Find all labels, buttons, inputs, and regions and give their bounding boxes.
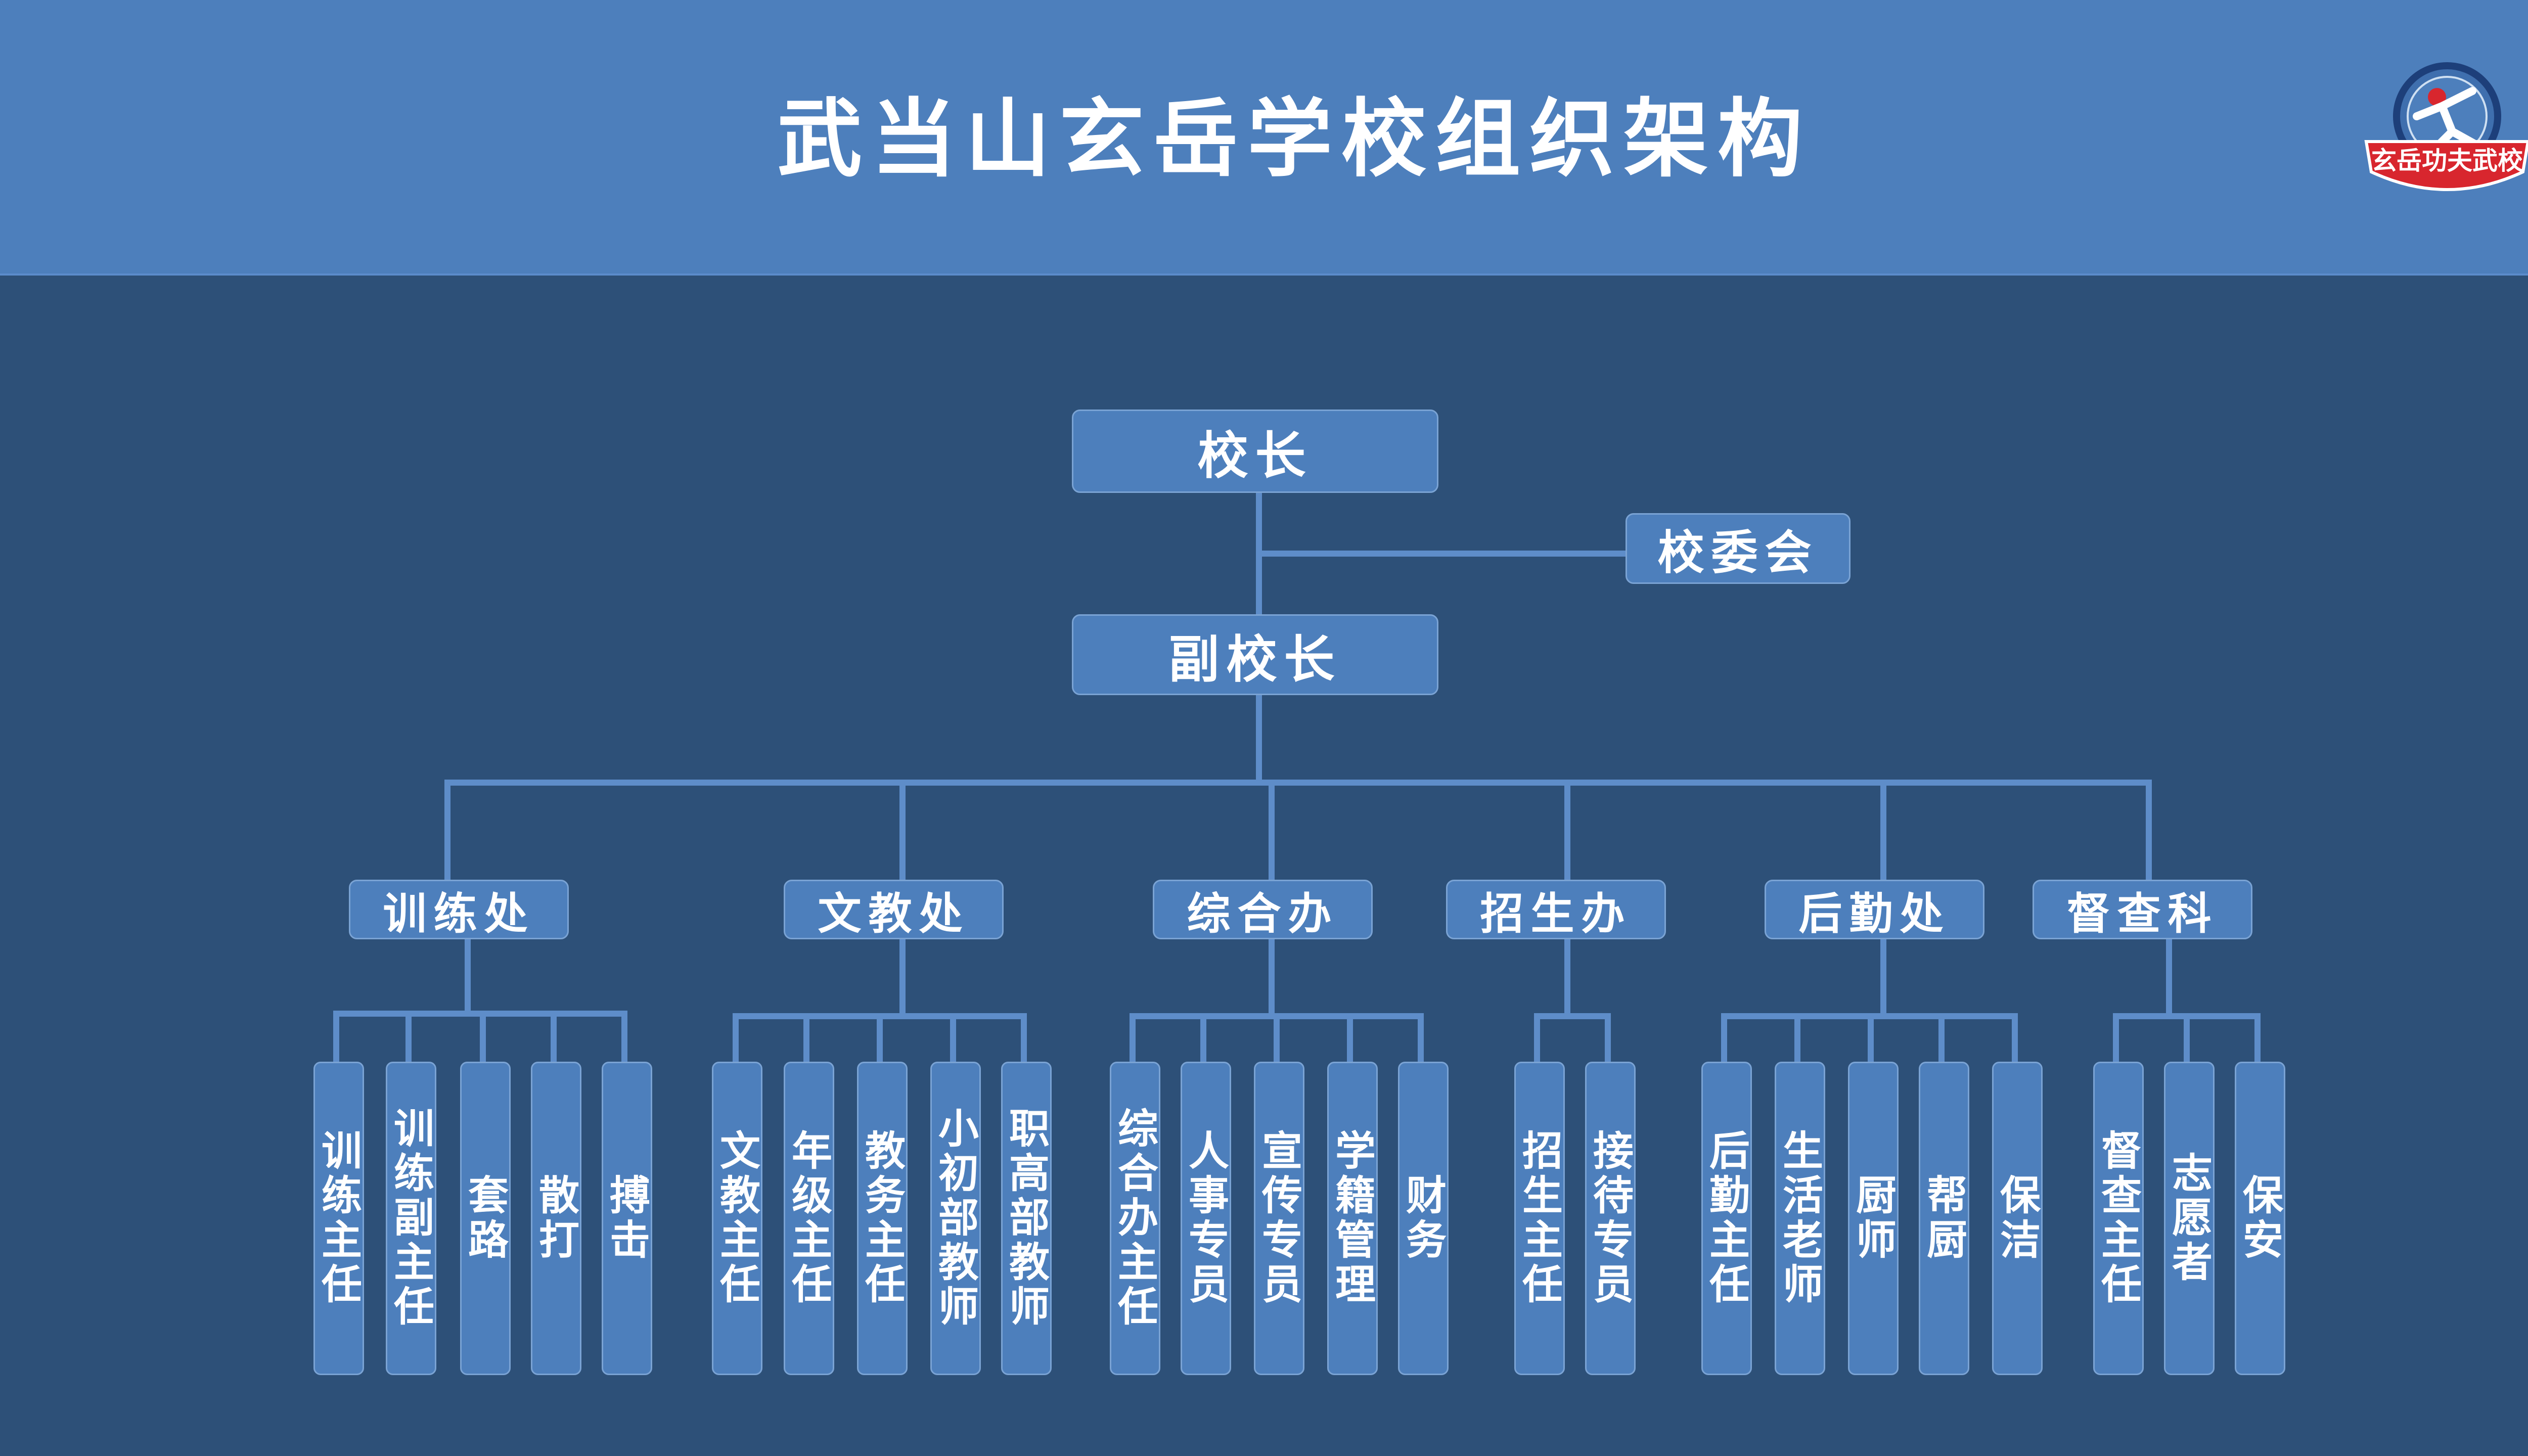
staff-label: 生活老师 xyxy=(1776,1129,1824,1307)
staff-label: 训练主任 xyxy=(315,1129,363,1307)
staff-node: 综合办主任 xyxy=(1110,1062,1160,1375)
staff-node: 招生主任 xyxy=(1514,1062,1565,1375)
staff-label: 学籍管理 xyxy=(1329,1129,1376,1307)
staff-node: 套路 xyxy=(460,1062,511,1375)
staff-label: 散打 xyxy=(532,1174,580,1263)
school-logo: 玄岳功夫武校 xyxy=(2364,62,2528,191)
staff-node: 训练主任 xyxy=(313,1062,364,1375)
staff-node: 志愿者 xyxy=(2164,1062,2215,1375)
staff-label: 综合办主任 xyxy=(1111,1107,1159,1330)
staff-node: 学籍管理 xyxy=(1327,1062,1378,1375)
department-node: 文教处 xyxy=(784,880,1004,939)
staff-label: 后勤主任 xyxy=(1703,1129,1750,1307)
staff-label: 套路 xyxy=(462,1174,509,1263)
staff-label: 督查主任 xyxy=(2095,1129,2142,1307)
staff-node: 训练副主任 xyxy=(386,1062,436,1375)
staff-node: 厨师 xyxy=(1848,1062,1899,1375)
staff-label: 志愿者 xyxy=(2165,1152,2213,1285)
staff-label: 宣传专员 xyxy=(1255,1129,1303,1307)
staff-label: 职高部教师 xyxy=(1003,1107,1050,1330)
staff-label: 小初部教师 xyxy=(932,1107,979,1330)
department-node: 综合办 xyxy=(1153,880,1373,939)
department-node: 后勤处 xyxy=(1765,880,1984,939)
staff-node: 督查主任 xyxy=(2093,1062,2144,1375)
svg-text:玄岳功夫武校: 玄岳功夫武校 xyxy=(2371,146,2523,175)
staff-node: 文教主任 xyxy=(712,1062,762,1375)
staff-label: 文教主任 xyxy=(713,1129,761,1307)
staff-label: 教务主任 xyxy=(859,1129,906,1307)
staff-node: 散打 xyxy=(531,1062,581,1375)
staff-node: 后勤主任 xyxy=(1701,1062,1752,1375)
page-title: 武当山玄岳学校组织架构 xyxy=(777,89,1812,189)
staff-node: 保洁 xyxy=(1992,1062,2043,1375)
staff-node: 教务主任 xyxy=(857,1062,908,1375)
staff-label: 训练副主任 xyxy=(387,1107,435,1330)
staff-label: 招生主任 xyxy=(1516,1129,1563,1307)
header-banner: 武当山玄岳学校组织架构 玄岳功夫武校 xyxy=(0,0,2528,276)
staff-label: 财务 xyxy=(1400,1174,1447,1263)
staff-node: 财务 xyxy=(1398,1062,1449,1375)
staff-node: 年级主任 xyxy=(784,1062,834,1375)
staff-node: 保安 xyxy=(2235,1062,2285,1375)
staff-node: 搏击 xyxy=(602,1062,652,1375)
department-node: 督查科 xyxy=(2033,880,2252,939)
staff-label: 厨师 xyxy=(1849,1174,1897,1263)
staff-node: 接待专员 xyxy=(1585,1062,1636,1375)
staff-label: 接待专员 xyxy=(1587,1129,1634,1307)
staff-node: 小初部教师 xyxy=(930,1062,981,1375)
staff-node: 生活老师 xyxy=(1775,1062,1825,1375)
staff-label: 年级主任 xyxy=(785,1129,833,1307)
staff-label: 帮厨 xyxy=(1920,1174,1968,1263)
staff-node: 帮厨 xyxy=(1919,1062,1969,1375)
staff-node: 人事专员 xyxy=(1181,1062,1231,1375)
staff-label: 保安 xyxy=(2236,1174,2284,1263)
committee-node: 校委会 xyxy=(1626,513,1850,584)
vice-principal-node: 副校长 xyxy=(1072,614,1438,695)
department-node: 招生办 xyxy=(1446,880,1666,939)
staff-node: 宣传专员 xyxy=(1254,1062,1304,1375)
staff-label: 保洁 xyxy=(1994,1174,2041,1263)
staff-label: 搏击 xyxy=(603,1174,651,1263)
department-node: 训练处 xyxy=(349,880,569,939)
principal-node: 校长 xyxy=(1072,410,1438,493)
staff-label: 人事专员 xyxy=(1182,1129,1230,1307)
staff-node: 职高部教师 xyxy=(1001,1062,1052,1375)
